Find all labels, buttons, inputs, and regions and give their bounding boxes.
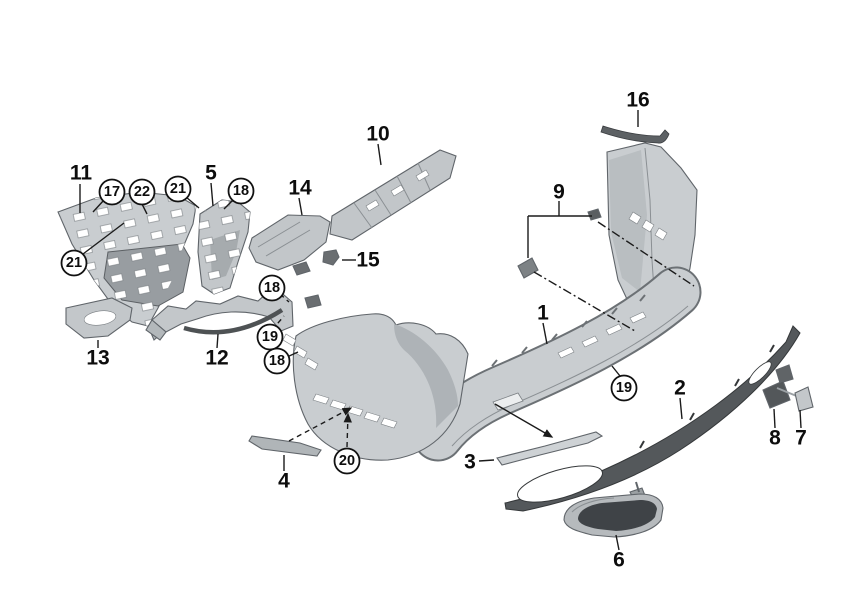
callout-circle [128, 178, 156, 206]
callout-circled-19: 19 [256, 323, 284, 351]
leader-line [615, 534, 620, 551]
callout-circled-21: 21 [60, 249, 88, 277]
callout-circle [60, 249, 88, 277]
callout-circle [333, 447, 361, 475]
callout-circle [258, 274, 286, 302]
leader-line [343, 412, 352, 448]
leader-line [185, 196, 200, 209]
callout-circled-20: 20 [333, 447, 361, 475]
callout-1: 1 [537, 302, 549, 325]
leader-line [210, 182, 214, 207]
leader-line [82, 222, 125, 255]
callout-circled-21: 21 [164, 175, 192, 203]
callout-number: 17 [104, 184, 120, 200]
leader-line [92, 199, 105, 213]
leader-line [216, 333, 219, 349]
callout-circle [164, 175, 192, 203]
impact-pad-shape [57, 191, 197, 341]
leader-line [597, 221, 695, 287]
leader-line [799, 409, 802, 429]
support-rail-shape [145, 261, 322, 341]
leader-line [223, 199, 234, 210]
callout-8: 8 [769, 427, 781, 450]
callout-circled-17: 17 [98, 178, 126, 206]
callout-circle [256, 323, 284, 351]
callout-number: 19 [616, 380, 632, 396]
leader-line [288, 407, 353, 442]
callout-9: 9 [553, 181, 565, 204]
callout-number: 21 [170, 181, 186, 197]
cover-wedge-shape [794, 386, 814, 412]
callout-14: 14 [288, 177, 312, 200]
leader-line [611, 365, 621, 377]
callout-number: 18 [233, 183, 249, 199]
callout-circle [610, 374, 638, 402]
callout-15: 15 [356, 249, 380, 272]
leader-line [533, 271, 636, 332]
callout-circled-19: 19 [610, 374, 638, 402]
exhaust-tip-shape [563, 481, 664, 538]
clip-15-shape [322, 249, 340, 266]
leader-line [773, 408, 776, 429]
leader-line [494, 403, 554, 438]
callout-12: 12 [205, 347, 228, 370]
callout-number: 19 [262, 329, 278, 345]
lower-bracket-shape [65, 297, 133, 339]
callout-number: 18 [264, 280, 280, 296]
callout-circle [263, 347, 291, 375]
callout-3: 3 [464, 451, 476, 474]
lower-trim-strip-shape [496, 431, 604, 466]
leader-line [141, 203, 148, 215]
callout-circled-22: 22 [128, 178, 156, 206]
callout-11: 11 [70, 162, 93, 185]
leader-line [377, 143, 382, 166]
underside-panel-shape [248, 214, 331, 271]
leader-line [478, 459, 495, 462]
callout-circled-18: 18 [258, 274, 286, 302]
rear-bumper-cover-shape [282, 142, 702, 462]
callout-4: 4 [278, 470, 290, 493]
leader-line [298, 197, 303, 216]
callout-5: 5 [205, 162, 217, 185]
upper-edge-strip-shape [600, 125, 670, 144]
callout-number: 21 [66, 255, 82, 271]
callout-13: 13 [86, 347, 109, 370]
diffuser-shape [504, 325, 801, 512]
reflector-strip-shape [248, 435, 322, 457]
callout-number: 20 [339, 453, 355, 469]
bracket-8-shape [762, 364, 800, 409]
leader-line [679, 397, 683, 420]
callout-6: 6 [613, 549, 625, 572]
callout-number: 22 [134, 184, 150, 200]
leader-line [542, 322, 548, 345]
callout-number: 18 [269, 353, 285, 369]
callout-10: 10 [366, 123, 389, 146]
callout-2: 2 [674, 377, 686, 400]
callout-circled-18: 18 [227, 177, 255, 205]
upper-support-bracket-shape [329, 149, 457, 241]
callout-circle [227, 177, 255, 205]
side-bracket-shape [197, 199, 251, 295]
callout-16: 16 [626, 89, 649, 112]
callout-circled-18: 18 [263, 347, 291, 375]
callout-7: 7 [795, 427, 807, 450]
mount-clip-9-shape [517, 208, 602, 279]
callout-circle [98, 178, 126, 206]
